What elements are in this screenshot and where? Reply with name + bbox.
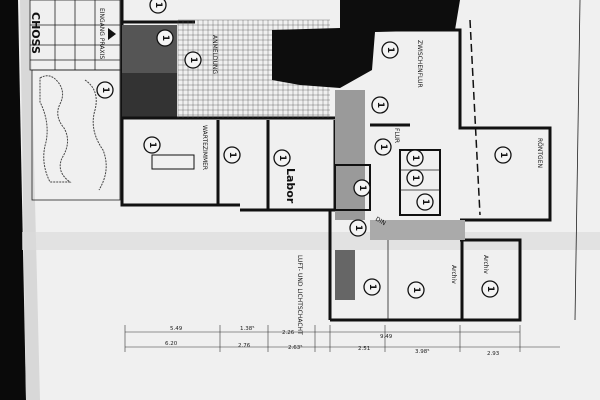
room-marker — [223, 146, 241, 164]
room-marker-label: 1 — [411, 287, 421, 293]
dim-5-49: 5.49 — [170, 326, 183, 332]
room-marker — [273, 149, 291, 167]
room-marker — [481, 280, 499, 298]
dim-6-20: 6.20 — [165, 341, 178, 347]
room-marker-label: 1 — [357, 185, 367, 191]
room-marker — [156, 29, 174, 47]
dim-3-98: 3.98⁵ — [415, 348, 429, 355]
label-din: DIN — [374, 216, 387, 228]
dashed-axis — [469, 19, 481, 216]
label-xray: RÖNTGEN — [536, 138, 543, 168]
room-marker-label: 1 — [227, 152, 237, 158]
label-waiting: WARTEZIMMER — [201, 125, 208, 170]
room-marker — [406, 149, 424, 167]
dim-2-63: 2.63⁵ — [288, 344, 302, 351]
room-marker — [381, 41, 399, 59]
dimension-lines — [124, 325, 560, 352]
room-marker — [353, 179, 371, 197]
room-marker-label: 1 — [153, 2, 163, 8]
room-marker-label: 1 — [353, 225, 363, 231]
room-marker-label: 1 — [410, 155, 420, 161]
dim-2-93: 2.93 — [487, 351, 500, 357]
garden-area — [31, 69, 121, 201]
redacted-blob — [272, 0, 460, 88]
floor-title: CHOSS — [29, 12, 42, 54]
label-lab: Labor — [284, 168, 297, 204]
room-marker-label: 1 — [367, 284, 377, 290]
dim-2-26: 2.26 — [282, 330, 295, 336]
dim-9-49: 9.49 — [380, 334, 393, 340]
room-marker — [371, 96, 389, 114]
paper-edge — [20, 0, 40, 400]
room-marker — [349, 219, 367, 237]
table — [151, 154, 195, 170]
room-markers: 1 1 1 1 1 1 1 1 1 1 1 1 1 1 1 1 1 1 1 — [96, 0, 512, 299]
dim-1-38: 1.38⁵ — [240, 325, 254, 332]
room-marker — [143, 136, 161, 154]
room-marker — [407, 281, 425, 299]
label-shaft: LUFT- UND LICHTSCHACHT — [296, 255, 303, 335]
room-marker — [374, 138, 392, 156]
room-marker — [406, 169, 424, 187]
room-marker-label: 1 — [375, 102, 385, 108]
dim-2-76: 2.76 — [238, 343, 251, 349]
stairs — [334, 90, 465, 300]
room-marker-label: 1 — [498, 152, 508, 158]
room-marker-label: 1 — [378, 144, 388, 150]
label-corridor: FLUR — [393, 128, 400, 143]
room-marker-label: 1 — [100, 87, 110, 93]
room-marker-label: 1 — [385, 47, 395, 53]
label-hallway: ZWISCHENFLUR — [416, 40, 423, 88]
label-archive: Archiv — [450, 265, 457, 284]
room-marker-label: 1 — [160, 35, 170, 41]
room-marker — [363, 278, 381, 296]
label-reception: ANMELDUNG — [211, 35, 218, 74]
room-marker-label: 1 — [188, 57, 198, 63]
room-marker — [96, 81, 114, 99]
label-archive-2: Archiv — [482, 255, 489, 274]
room-marker-label: 1 — [410, 175, 420, 181]
entrance-arrow-icon — [108, 28, 116, 40]
label-entrance: EINGANG PRAXIS — [98, 8, 105, 59]
room-marker — [149, 0, 167, 14]
room-marker — [416, 193, 434, 211]
room-marker — [494, 146, 512, 164]
room-marker-label: 1 — [147, 142, 157, 148]
room-marker-label: 1 — [277, 155, 287, 161]
room-marker-label: 1 — [485, 286, 495, 292]
dim-2-51: 2.51 — [358, 346, 370, 352]
room-marker — [184, 51, 202, 69]
room-marker-label: 1 — [420, 199, 430, 205]
